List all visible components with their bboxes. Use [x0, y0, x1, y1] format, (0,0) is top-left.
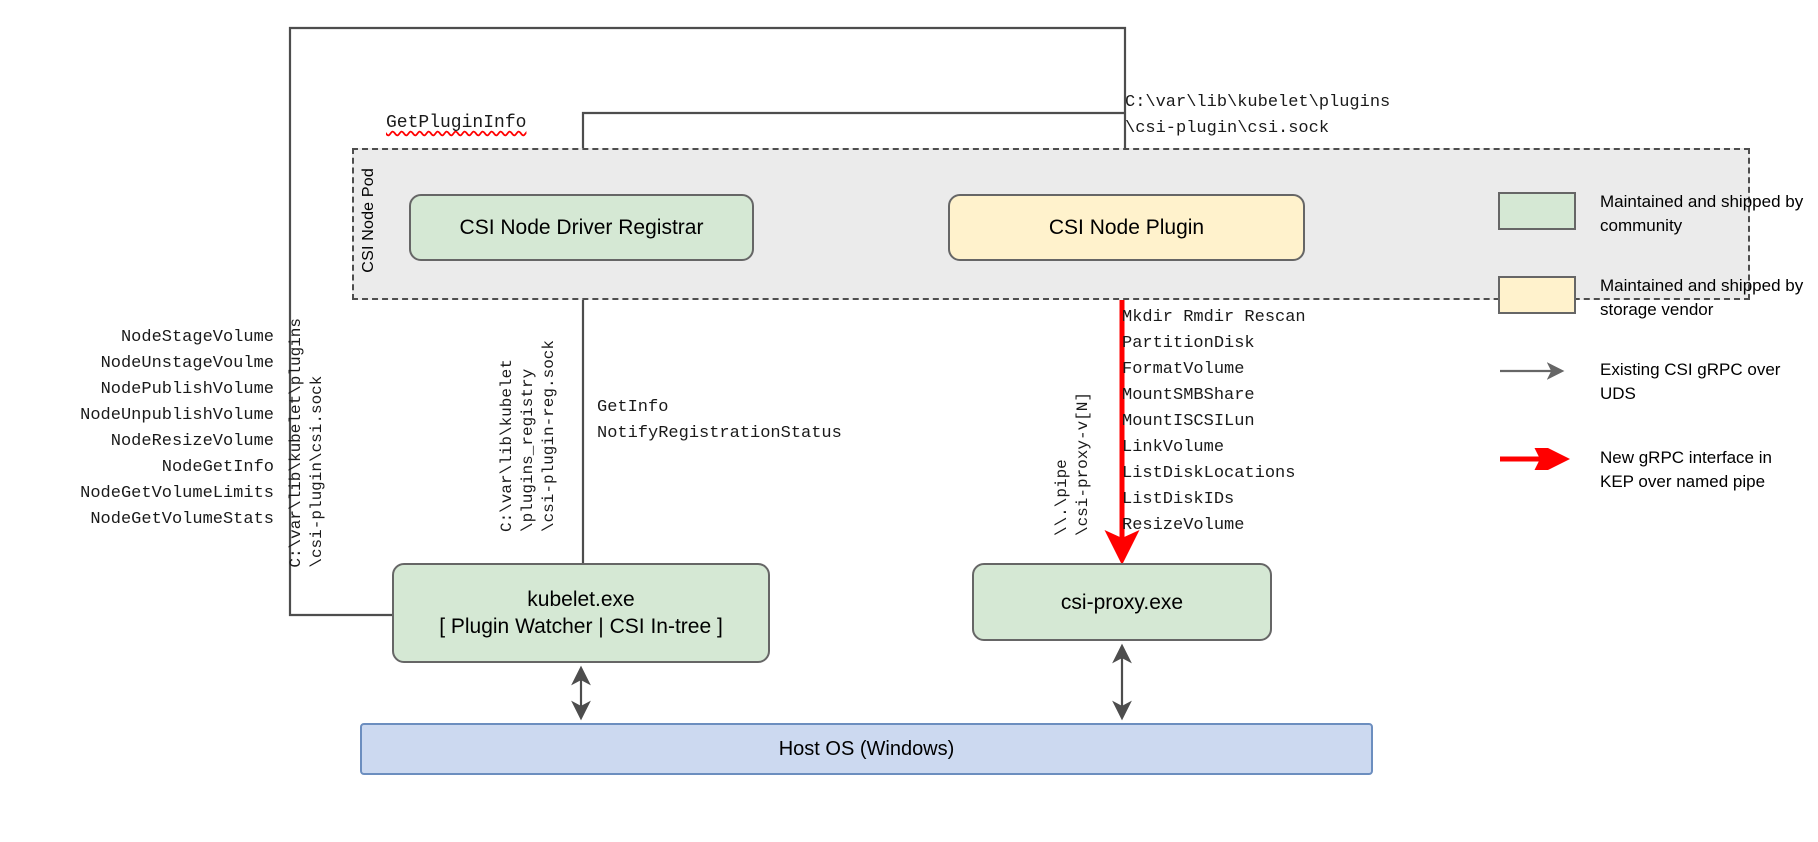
legend-item-label: New gRPC interface in KEP over named pip…	[1600, 448, 1772, 491]
node-operation-item: NodeGetVolumeStats	[90, 510, 274, 529]
legend-gray-arrow-icon	[1500, 362, 1565, 380]
legend-item-label: Maintained and shipped by community	[1600, 192, 1804, 235]
csi-proxy-operation-item: MountSMBShare	[1122, 386, 1255, 405]
label-registrar-calls: GetInfo NotifyRegistrationStatus	[597, 398, 842, 443]
kubelet-title: kubelet.exe	[527, 588, 635, 611]
csi-node-pod-label: CSI Node Pod	[360, 168, 377, 273]
label-kubelet-plugins-path: C:\var\lib\kubelet\plugins \csi-plugin\c…	[287, 318, 326, 568]
csi-proxy-operation-item: PartitionDisk	[1122, 334, 1255, 353]
csi-proxy-operation-item: LinkVolume	[1122, 438, 1225, 457]
label-get-plugin-info: GetPluginInfo	[386, 113, 527, 133]
legend-item: Maintained and shipped by community	[1498, 190, 1808, 238]
node-operation-item: NodeUnstageVoulme	[100, 354, 274, 373]
node-box-kubelet-exe[interactable]: kubelet.exe [ Plugin Watcher | CSI In-tr…	[392, 563, 770, 663]
legend-item: Maintained and shipped by storage vendor	[1498, 274, 1808, 322]
csi-proxy-operation-item: ResizeVolume	[1122, 516, 1245, 535]
node-box-host-os[interactable]: Host OS (Windows)	[360, 723, 1373, 775]
legend-item-label: Existing CSI gRPC over UDS	[1600, 360, 1781, 403]
node-operation-item: NodeResizeVolume	[110, 432, 274, 451]
csi-proxy-operation-item: ListDiskLocations	[1122, 464, 1296, 483]
node-operation-item: NodePublishVolume	[100, 380, 274, 399]
csi-proxy-operation-item: Mkdir Rmdir Rescan	[1122, 308, 1306, 327]
node-operation-item: NodeStageVolume	[120, 328, 274, 347]
label-csi-sock-path-top: C:\var\lib\kubelet\plugins \csi-plugin\c…	[1125, 93, 1391, 138]
label-named-pipe-path: \\.\pipe \csi-proxy-v[N]	[1053, 392, 1092, 537]
csi-proxy-operation-item: ListDiskIDs	[1122, 490, 1235, 509]
node-box-csi-node-plugin[interactable]: CSI Node Plugin	[948, 194, 1305, 261]
node-operation-item: NodeGetVolumeLimits	[80, 484, 274, 503]
csi-proxy-operation-item: FormatVolume	[1122, 360, 1245, 379]
csi-proxy-operation-item: MountISCSILun	[1122, 412, 1255, 431]
legend-red-arrow-icon	[1500, 448, 1570, 470]
node-operation-item: NodeUnpublishVolume	[80, 406, 274, 425]
legend-arrow-key	[1498, 446, 1592, 470]
legend-item: New gRPC interface in KEP over named pip…	[1498, 446, 1808, 494]
legend-arrow-key	[1498, 358, 1592, 382]
legend-item-label: Maintained and shipped by storage vendor	[1600, 276, 1804, 319]
kubelet-subtitle: [ Plugin Watcher | CSI In-tree ]	[439, 615, 723, 638]
node-box-csi-proxy-exe[interactable]: csi-proxy.exe	[972, 563, 1272, 641]
legend-item: Existing CSI gRPC over UDS	[1498, 358, 1808, 406]
legend-swatch-key	[1498, 190, 1592, 230]
node-operation-item: NodeGetInfo	[161, 458, 274, 477]
legend-swatch-key	[1498, 274, 1592, 314]
legend-color-swatch	[1498, 192, 1576, 230]
legend-color-swatch	[1498, 276, 1576, 314]
node-box-csi-node-driver-registrar[interactable]: CSI Node Driver Registrar	[409, 194, 754, 261]
label-plugins-registry-path: C:\var\lib\kubelet \plugins_registry \cs…	[498, 340, 558, 533]
